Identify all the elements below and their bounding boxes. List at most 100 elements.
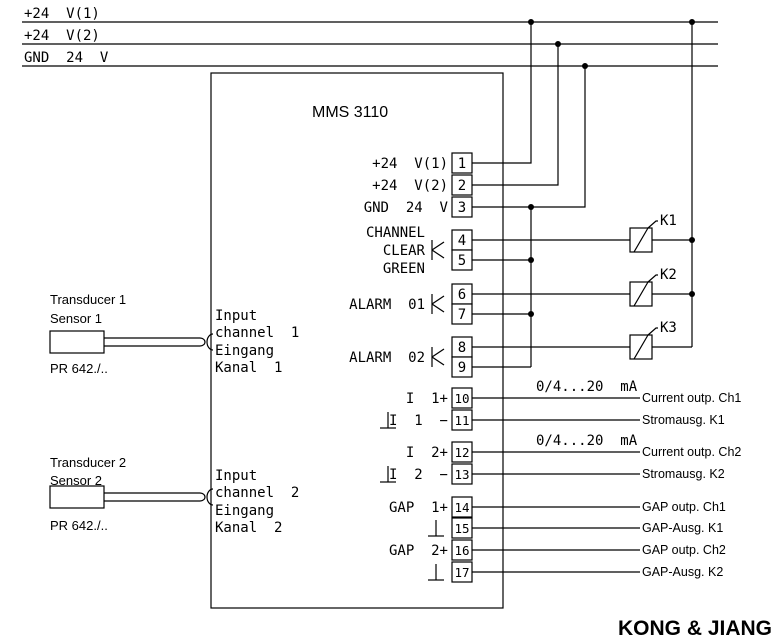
ground-symbol-15 (428, 520, 444, 537)
relay-k2-label: K2 (660, 267, 677, 283)
watermark: KONG & JIANG (618, 617, 772, 640)
label-gap2: GAP 2+ (389, 543, 448, 559)
terminal-box (451, 517, 473, 539)
wire-t2 (472, 44, 559, 186)
terminal-number: 11 (454, 413, 469, 428)
contact-channel-clear (431, 240, 445, 260)
output-label: Current outp. Ch2 (642, 445, 741, 459)
device-title: MMS 3110 (312, 104, 388, 121)
transducer-1-sensor: Sensor 1 (50, 311, 102, 326)
terminal-number: 8 (458, 340, 466, 356)
output-label: GAP outp. Ch2 (642, 543, 726, 557)
terminal-box (451, 539, 473, 561)
ground-symbol-11 (380, 412, 396, 429)
ground-symbol-13 (380, 466, 396, 483)
output-label: GAP-Ausg. K1 (642, 521, 723, 535)
transducer-2-box (49, 485, 105, 509)
junction-dot (528, 257, 534, 263)
output-label: Stromausg. K1 (642, 413, 725, 427)
junction-dot (689, 19, 695, 25)
label-alarm-01: ALARM 01 (349, 297, 425, 313)
label-gap1: GAP 1+ (389, 500, 448, 516)
input-2-line: Input (215, 468, 257, 484)
label-i1-minus: I 1 − (389, 413, 448, 429)
terminal-box (451, 496, 473, 518)
input-1-line: Eingang (215, 343, 274, 359)
junction-dot (528, 204, 534, 210)
transducer-2-sensor: Sensor 2 (50, 473, 102, 488)
junction-dot (555, 41, 561, 47)
label-channel: CHANNEL (366, 225, 425, 241)
ground-symbol-17 (428, 564, 444, 581)
output-label: GAP-Ausg. K2 (642, 565, 723, 579)
rail-label-24v1: +24 V(1) (24, 6, 100, 22)
relay-k2-coil (629, 281, 653, 307)
terminal-box (451, 303, 473, 325)
wire-t1 (472, 22, 532, 164)
terminal-box (451, 463, 473, 485)
junction-dot (689, 237, 695, 243)
junction-dot (582, 63, 588, 69)
input-1-line: Kanal 1 (215, 360, 282, 376)
transducer-2-title: Transducer 2 (50, 455, 126, 470)
terminal-number: 14 (454, 500, 469, 515)
terminal-number: 5 (458, 253, 466, 269)
device-box (210, 72, 504, 609)
terminal-number: 15 (454, 521, 469, 536)
terminal-number: 6 (458, 287, 466, 303)
terminal-box (451, 356, 473, 378)
terminal-box (451, 196, 473, 218)
transducer-1-box (49, 330, 105, 354)
contact-alarm-02 (431, 347, 445, 367)
relay-k3-label: K3 (660, 320, 677, 336)
terminal-box (451, 387, 473, 409)
input-1-line: Input (215, 308, 257, 324)
transducer-1-title: Transducer 1 (50, 292, 126, 307)
terminal-number: 13 (454, 467, 469, 482)
input-2-line: Kanal 2 (215, 520, 282, 536)
terminal-number: 10 (454, 391, 469, 406)
output-label: Current outp. Ch1 (642, 391, 741, 405)
input-1-line: channel 1 (215, 325, 299, 341)
label-clear: CLEAR (383, 243, 426, 259)
label-i1-plus: I 1+ (406, 391, 448, 407)
output-label: Stromausg. K2 (642, 467, 725, 481)
terminal-number: 12 (454, 445, 469, 460)
label-i2-plus: I 2+ (406, 445, 448, 461)
terminal-box (451, 409, 473, 431)
label-t1: +24 V(1) (372, 156, 448, 172)
relay-k1-label: K1 (660, 213, 677, 229)
junction-dot (528, 19, 534, 25)
transducer-1-model: PR 642./.. (50, 361, 108, 376)
label-green: GREEN (383, 261, 425, 277)
junction-dot (689, 291, 695, 297)
terminal-number: 7 (458, 307, 466, 323)
label-t2: +24 V(2) (372, 178, 448, 194)
junction-dot (528, 311, 534, 317)
terminal-number: 9 (458, 360, 466, 376)
label-t3: GND 24 V (364, 200, 449, 216)
relay-k3-coil (629, 334, 653, 360)
terminal-number: 1 (458, 156, 466, 172)
terminal-box (451, 152, 473, 174)
current-range-ch1: 0/4...20 mA (536, 379, 638, 395)
label-i2-minus: I 2 − (389, 467, 448, 483)
terminal-number: 17 (454, 565, 469, 580)
output-label: GAP outp. Ch1 (642, 500, 726, 514)
terminal-number: 3 (458, 200, 466, 216)
terminal-number: 2 (458, 178, 466, 194)
terminal-box (451, 561, 473, 583)
rail-label-24v2: +24 V(2) (24, 28, 100, 44)
transducer-2-model: PR 642./.. (50, 518, 108, 533)
wire-t3 (472, 66, 586, 208)
contact-alarm-01 (431, 294, 445, 314)
label-alarm-02: ALARM 02 (349, 350, 425, 366)
input-2-line: channel 2 (215, 485, 299, 501)
terminal-number: 4 (458, 233, 466, 249)
terminal-box (451, 441, 473, 463)
relay-k1-coil (629, 227, 653, 253)
input-2-line: Eingang (215, 503, 274, 519)
current-range-ch2: 0/4...20 mA (536, 433, 638, 449)
